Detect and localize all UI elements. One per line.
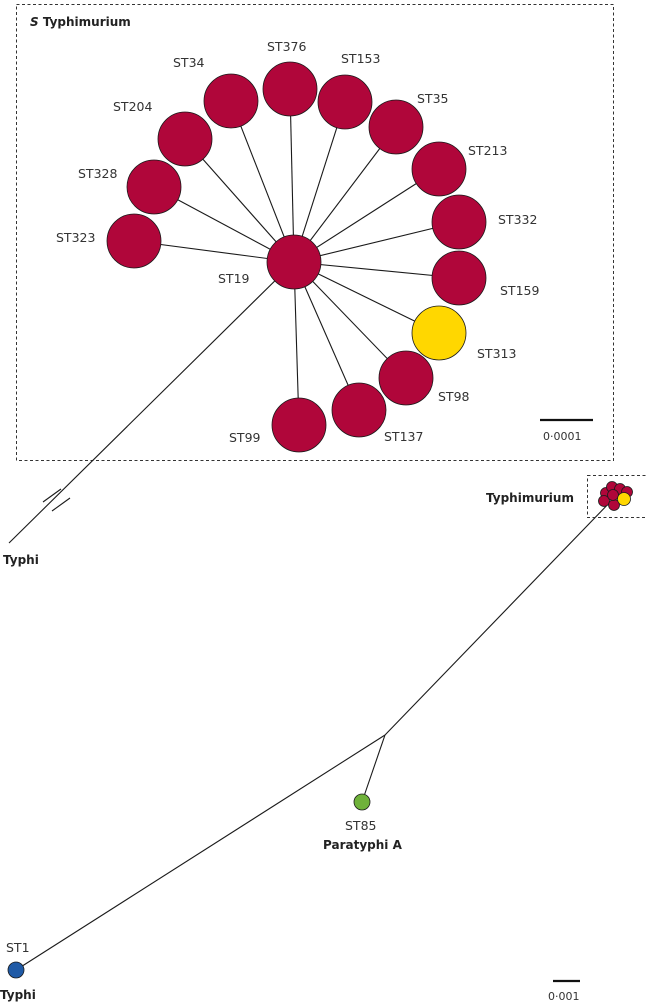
node-st323 (106, 213, 162, 269)
label-st328: ST328 (78, 166, 117, 181)
label-st98: ST98 (438, 389, 470, 404)
main-scale-bar: 0·001 (548, 979, 580, 1003)
inset-typhi-label: Typhi (3, 553, 39, 567)
inset-panel: S Typhimurium Typhi (3, 4, 614, 567)
label-st19: ST19 (218, 271, 250, 286)
node-st153 (317, 74, 373, 130)
typhimurium-cluster (598, 481, 633, 511)
edge-st376 (289, 88, 295, 263)
typhi-outgroup-branch (8, 261, 295, 544)
node-st35 (368, 99, 424, 155)
node-st1 (7, 961, 25, 979)
cluster-node (598, 495, 610, 507)
label-st35: ST35 (417, 91, 448, 106)
edge-st35 (293, 126, 397, 263)
node-st204 (157, 111, 213, 167)
node-st159 (431, 250, 487, 306)
node-st137 (331, 382, 387, 438)
label-st332: ST332 (498, 212, 537, 227)
typhimurium-cluster-box (587, 475, 647, 518)
node-st99 (271, 397, 327, 453)
node-st332 (431, 194, 487, 250)
label-st153: ST153 (341, 51, 380, 66)
inset-border (16, 4, 614, 461)
inset-title: S Typhimurium (30, 15, 131, 29)
branch-typhimurium (384, 497, 615, 736)
main-tree: Typhimurium ST85 Paratyphi A ST1 Typhi 0… (0, 475, 647, 1003)
main-scale-label: 0·001 (548, 990, 580, 1003)
label-st313: ST313 (477, 346, 516, 361)
node-st313 (411, 305, 467, 361)
label-st204: ST204 (113, 99, 152, 114)
cluster-node (607, 489, 619, 501)
edge-st213 (293, 168, 440, 263)
label-st376: ST376 (267, 39, 306, 54)
node-st34 (203, 73, 259, 129)
inset-scale-label: 0·0001 (543, 430, 582, 443)
label-st34: ST34 (173, 55, 205, 70)
branch-paratyphi-a (361, 734, 386, 803)
edge-st34 (230, 100, 295, 263)
branch-break-mark (51, 497, 71, 512)
node-st213 (411, 141, 467, 197)
cluster-node-st313 (617, 492, 631, 506)
label-st137: ST137 (384, 429, 423, 444)
inset-node-labels: ST376 ST153 ST35 ST213 ST332 ST159 ST313… (56, 39, 539, 445)
label-st85: ST85 (345, 818, 376, 833)
label-st1: ST1 (6, 940, 30, 955)
node-st85 (353, 793, 371, 811)
node-st19-hub (266, 234, 322, 290)
inset-scale-bar: 0·0001 (540, 418, 593, 443)
node-st328 (126, 159, 182, 215)
inset-nodes (106, 61, 487, 453)
typhimurium-label: Typhimurium (486, 491, 574, 505)
label-paratyphi-a: Paratyphi A (323, 838, 403, 852)
branch-typhi (15, 734, 386, 971)
node-st376 (262, 61, 318, 117)
edge-st153 (293, 101, 346, 263)
label-st213: ST213 (468, 143, 507, 158)
label-st99: ST99 (229, 430, 261, 445)
label-st159: ST159 (500, 283, 539, 298)
branch-break-mark (42, 488, 62, 503)
node-st98 (378, 350, 434, 406)
label-st323: ST323 (56, 230, 95, 245)
edge-st159 (293, 261, 460, 279)
edge-st332 (293, 221, 460, 263)
label-typhi: Typhi (0, 988, 36, 1002)
